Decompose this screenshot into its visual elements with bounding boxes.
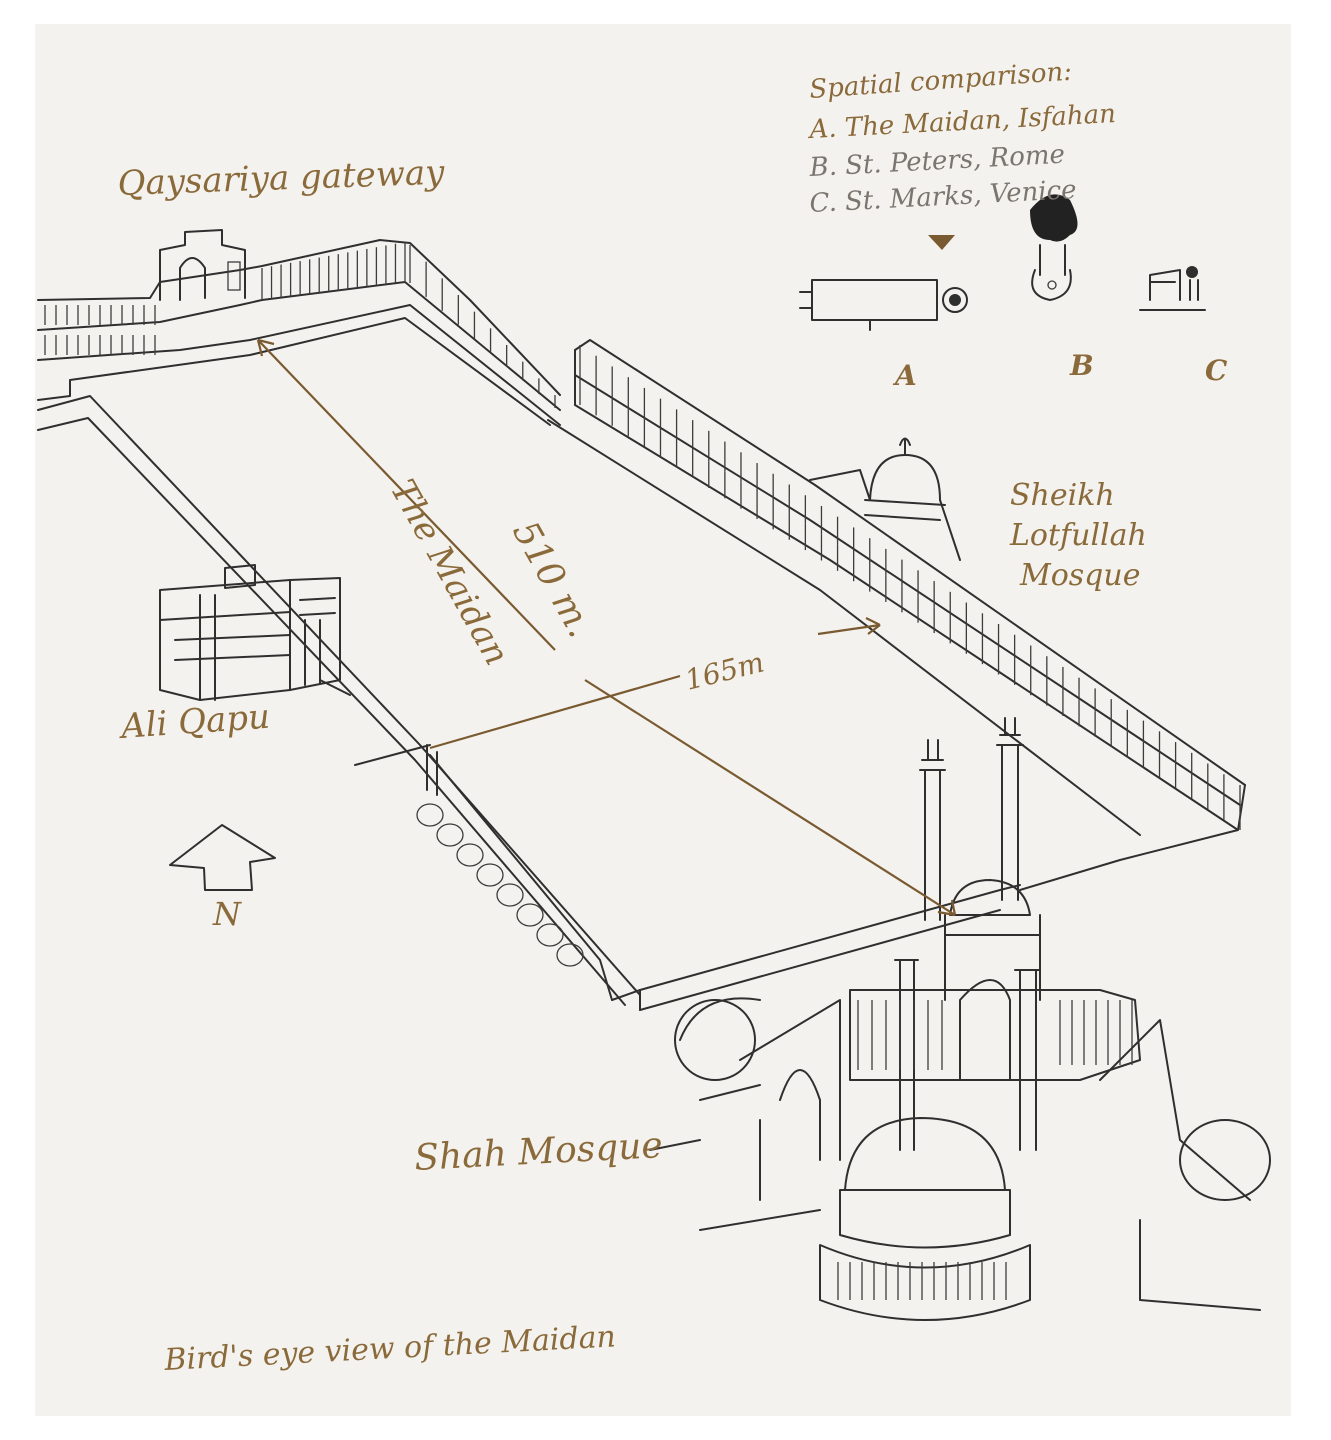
caption: Bird's eye view of the Maidan bbox=[163, 1319, 617, 1378]
tree-canopy bbox=[436, 823, 464, 847]
length-dimension-label: 510 m. bbox=[504, 514, 601, 644]
shah-mosque-drawing bbox=[649, 717, 1271, 1321]
ali-qapu-label: Ali Qapu bbox=[117, 697, 271, 748]
tree-canopy bbox=[456, 843, 484, 867]
tree-canopy bbox=[416, 803, 444, 827]
plan-b-st-peters bbox=[1030, 194, 1078, 301]
ali-qapu-drawing bbox=[159, 564, 351, 701]
sheikh-lotfullah-label-line2: Lotfullah bbox=[1009, 518, 1147, 553]
west-edge bbox=[37, 395, 641, 1006]
comparison-item-b: B. St. Peters, Rome bbox=[808, 140, 1066, 183]
comparison-item-a: A. The Maidan, Isfahan bbox=[807, 99, 1117, 145]
comparison-title: Spatial comparison: bbox=[808, 57, 1073, 105]
plan-c-st-marks bbox=[1139, 266, 1206, 311]
plan-a-maidan bbox=[799, 235, 968, 331]
dimension-lines bbox=[256, 338, 957, 917]
width-dimension-label: 165m bbox=[682, 645, 768, 696]
sheikh-lotfullah-label-line1: Sheikh bbox=[1010, 478, 1115, 513]
tree-canopy bbox=[556, 943, 584, 967]
qaysariya-gateway-label: Qaysariya gateway bbox=[117, 153, 446, 204]
tree-canopy bbox=[516, 903, 544, 927]
tree-canopy bbox=[536, 923, 564, 947]
shah-mosque-label: Shah Mosque bbox=[413, 1125, 663, 1179]
tree-canopy bbox=[476, 863, 504, 887]
tree-canopy bbox=[496, 883, 524, 907]
sheikh-lotfullah-dome bbox=[809, 437, 961, 561]
plan-a-label: A bbox=[892, 359, 917, 392]
north-label: N bbox=[212, 895, 242, 933]
north-arrow-icon bbox=[169, 824, 276, 891]
plan-c-label: C bbox=[1205, 354, 1228, 387]
sheikh-lotfullah-label-line3: Mosque bbox=[1019, 558, 1140, 593]
south-edge bbox=[611, 884, 1021, 1011]
maidan-label: The Maidan bbox=[382, 473, 517, 672]
plan-b-label: B bbox=[1069, 349, 1094, 382]
qaysariya-gateway-drawing bbox=[159, 229, 246, 301]
east-arcade bbox=[547, 339, 1246, 891]
north-arcade bbox=[37, 239, 561, 426]
